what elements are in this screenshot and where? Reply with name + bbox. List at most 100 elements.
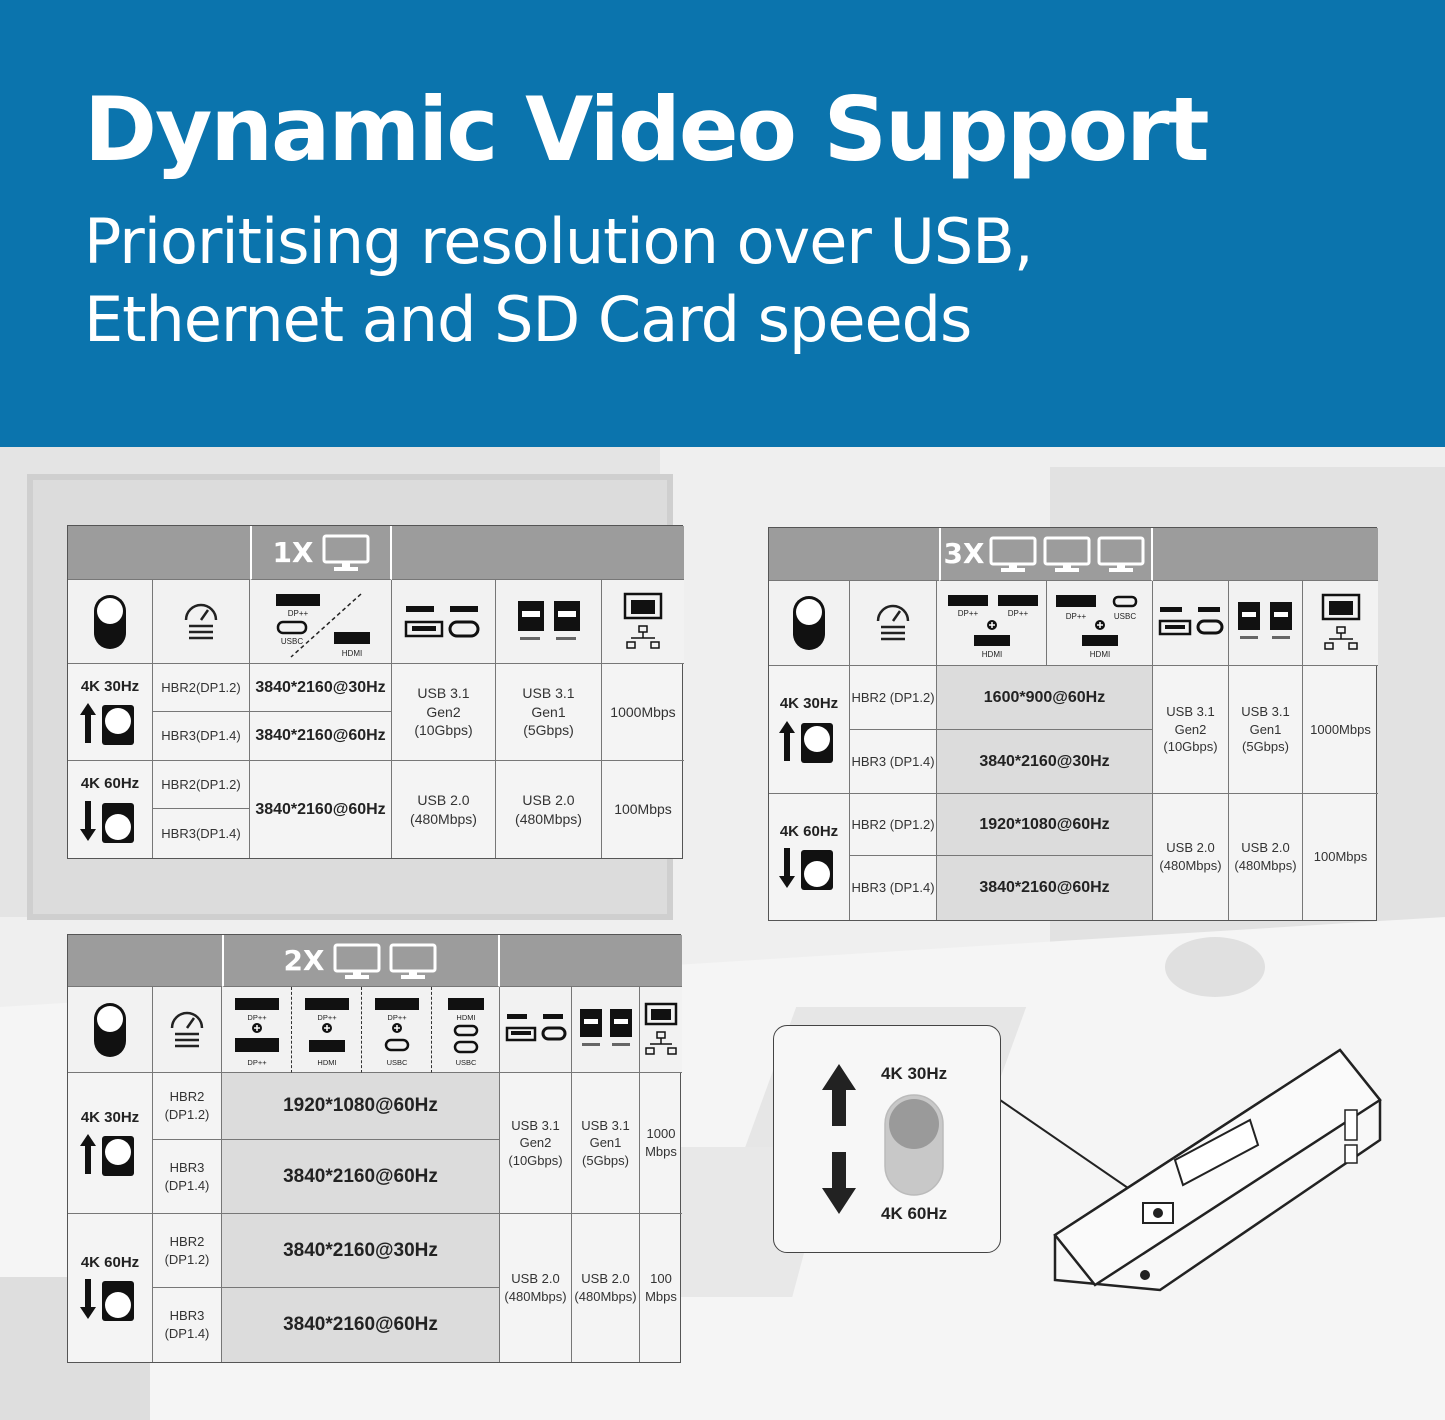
bw-cell: HBR3 (DP1.4) xyxy=(153,1140,222,1214)
resolution-cell: 1920*1080@60Hz xyxy=(937,794,1153,856)
resolution-cell: 3840*2160@60Hz xyxy=(937,856,1153,920)
header-blank xyxy=(769,528,939,581)
dp-usbc-ports-icon: DP++ USBC xyxy=(374,997,419,1067)
arrow-up-icon xyxy=(822,1064,856,1126)
ethernet-speed-cell: 100Mbps xyxy=(1313,849,1368,865)
port-label-hdmi: HDMI xyxy=(317,1058,336,1067)
ethernet-speed-cell: 1000Mbps xyxy=(1303,666,1378,794)
page-title: Dynamic Video Support xyxy=(84,78,1210,181)
bw-cell: HBR3(DP1.4) xyxy=(153,712,250,761)
bw-cell: HBR2(DP1.2) xyxy=(153,761,250,809)
mode-label: 4K 60Hz xyxy=(80,775,140,793)
resolution-cell: 3840*2160@60Hz xyxy=(250,712,392,761)
header-blank xyxy=(68,935,222,987)
dp-usbc-hdmi-ports-icon: DP++ USBC HDMI xyxy=(275,592,370,658)
resolution-cell: 3840*2160@30Hz xyxy=(222,1214,500,1288)
switch-down-icon xyxy=(80,800,134,843)
usb-speed-cell: USB 3.1 Gen2 (10Gbps) xyxy=(392,664,496,761)
mode-label: 4K 30Hz xyxy=(80,677,140,695)
table-1x-title: 1X xyxy=(250,526,392,580)
switch-up-icon xyxy=(80,703,134,746)
switch-icon-cell xyxy=(68,580,153,664)
usb-speed-cell: USB 2.0 (480Mbps) xyxy=(392,761,496,858)
usb-gen2-icon-cell xyxy=(392,580,496,664)
port-label-dp: DP++ xyxy=(247,1058,267,1067)
usb-speed-cell: USB 3.1 Gen2 (10Gbps) xyxy=(1153,666,1229,794)
usb-a-c-ports-icon xyxy=(1158,607,1223,636)
usb-speed-cell: USB 3.1 Gen1 (5Gbps) xyxy=(496,664,602,761)
mode-label: 4K 30Hz xyxy=(779,695,839,713)
port-label-hdmi: HDMI xyxy=(1089,650,1109,659)
header-blank xyxy=(392,526,684,580)
usb-speed-cell: USB 2.0 (480Mbps) xyxy=(1153,794,1229,920)
ethernet-speed-cell: 100 Mbps xyxy=(645,1271,677,1304)
mode-4k60-cell: 4K 60Hz xyxy=(68,761,153,858)
bandwidth-icon-cell xyxy=(153,987,222,1073)
switch-icon xyxy=(94,594,126,649)
port-label-dp: DP++ xyxy=(1065,612,1086,621)
arrow-down-icon xyxy=(822,1152,856,1214)
port-label-usbc: USBC xyxy=(455,1058,476,1067)
resolution-cell: 3840*2160@30Hz xyxy=(250,664,392,712)
table-3x-title: 3X xyxy=(939,528,1153,581)
mode-label: 4K 30Hz xyxy=(80,1108,140,1126)
resolution-cell: 3840*2160@60Hz xyxy=(222,1288,500,1362)
bandwidth-gauge-icon xyxy=(876,604,910,641)
bw-cell: HBR2 (DP1.2) xyxy=(153,1073,222,1140)
bandwidth-gauge-icon xyxy=(170,1011,204,1047)
resolution-cell: 3840*2160@30Hz xyxy=(937,730,1153,794)
table-2x-title: 2X xyxy=(222,935,500,987)
switch-down-icon xyxy=(80,1279,134,1322)
header-banner: Dynamic Video Support Prioritising resol… xyxy=(0,0,1445,447)
bandwidth-icon-cell xyxy=(153,580,250,664)
port-label-dp: DP++ xyxy=(387,1013,407,1022)
mode-label: 4K 60Hz xyxy=(779,822,839,840)
subtitle-line-2: Ethernet and SD Card speeds xyxy=(84,283,972,356)
bw-cell: HBR3 (DP1.4) xyxy=(153,1288,222,1362)
switch-icon xyxy=(94,1002,126,1057)
usb-gen2-icon-cell xyxy=(500,987,572,1073)
ethernet-port-icon xyxy=(644,1002,678,1055)
port-label-usbc: USBC xyxy=(280,637,302,646)
port-label-usbc: USBC xyxy=(1113,612,1135,621)
usb-speed-cell: USB 3.1 Gen1 (5Gbps) xyxy=(1229,666,1303,794)
callout-label-4k60: 4K 60Hz xyxy=(881,1204,948,1223)
port-label-hdmi: HDMI xyxy=(981,650,1001,659)
two-monitors-icon xyxy=(333,943,437,979)
dp-hdmi-ports-icon: DP++ HDMI xyxy=(304,997,349,1067)
usb-speed-cell: USB 3.1 Gen2 (10Gbps) xyxy=(500,1073,572,1214)
switch-up-icon xyxy=(779,720,833,763)
ethernet-speed-cell: 1000Mbps xyxy=(602,664,684,761)
ethernet-port-icon xyxy=(1321,593,1360,650)
bandwidth-gauge-icon xyxy=(184,603,218,639)
switch-icon-cell xyxy=(68,987,153,1073)
resolution-cell: 3840*2160@60Hz xyxy=(222,1140,500,1214)
bw-cell: HBR2(DP1.2) xyxy=(153,664,250,712)
usb-a-port-icon xyxy=(1237,602,1292,639)
resolution-cell: 1920*1080@60Hz xyxy=(222,1073,500,1140)
ethernet-icon-cell xyxy=(602,580,684,664)
usb-gen1-icon-cell xyxy=(496,580,602,664)
dp-dp-ports-icon: DP++ DP++ xyxy=(234,997,279,1067)
usb-a-port-icon xyxy=(517,600,580,640)
resolution-cell: 1600*900@60Hz xyxy=(937,666,1153,730)
usb-speed-cell: USB 3.1 Gen1 (5Gbps) xyxy=(572,1073,640,1214)
header-blank xyxy=(1153,528,1378,581)
usb-a-port-icon xyxy=(579,1008,632,1046)
mode-4k60-cell: 4K 60Hz xyxy=(769,794,850,920)
usb-gen2-icon-cell xyxy=(1153,581,1229,666)
bw-cell: HBR2 (DP1.2) xyxy=(153,1214,222,1288)
title-label: 1X xyxy=(272,535,314,569)
port-label-dp: DP++ xyxy=(287,609,308,618)
title-label: 2X xyxy=(283,943,325,977)
mode-4k30-cell: 4K 30Hz xyxy=(68,664,153,761)
bw-cell: HBR3 (DP1.4) xyxy=(850,730,937,794)
header-blank xyxy=(68,526,250,580)
mode-4k30-cell: 4K 30Hz xyxy=(769,666,850,794)
ethernet-speed-cell: 1000 Mbps xyxy=(640,1073,682,1214)
port-label-dp: DP++ xyxy=(1007,609,1028,618)
table-2x-display: 2X DP++ DP++ DP++ HDMI DP xyxy=(67,934,682,1363)
video-ports-icon-cell: DP++ USBC HDMI xyxy=(250,580,392,664)
switch-callout: 4K 30Hz 4K 60Hz xyxy=(773,1025,1001,1253)
table-3x-display: 3X DP++ DP++ HDMI DP++ USBC HDMI xyxy=(768,527,1378,921)
